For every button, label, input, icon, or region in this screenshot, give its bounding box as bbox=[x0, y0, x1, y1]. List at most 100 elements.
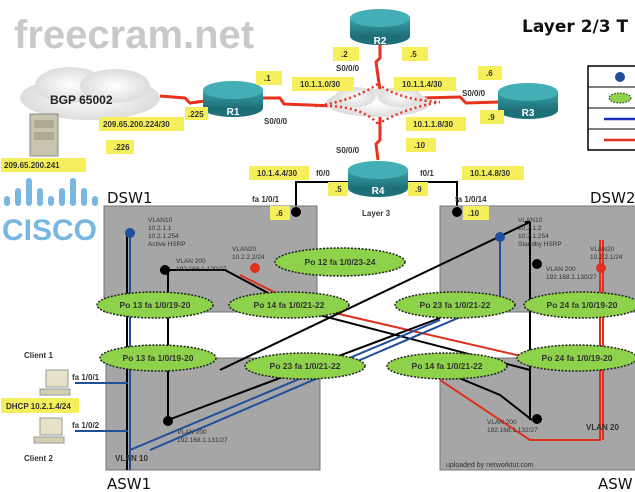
svg-text:.9: .9 bbox=[488, 113, 495, 122]
client1-port: fa 1/0/1 bbox=[72, 373, 100, 382]
svg-text:10.2.2.1/24: 10.2.2.1/24 bbox=[590, 254, 623, 261]
bgp-as-label: BGP 65002 bbox=[50, 93, 113, 107]
svg-text:.226: .226 bbox=[114, 143, 130, 152]
svg-text:Po 14 fa 1/0/21-22: Po 14 fa 1/0/21-22 bbox=[254, 300, 325, 310]
svg-text:Active HSRP: Active HSRP bbox=[148, 241, 186, 248]
site-watermark: freecram.net bbox=[14, 13, 254, 57]
svg-text:.2: .2 bbox=[341, 50, 348, 59]
asw1-label: ASW1 bbox=[107, 475, 151, 492]
svg-text:S0/0/0: S0/0/0 bbox=[264, 117, 288, 126]
legend-blue-dot-icon bbox=[615, 72, 625, 82]
client2-pc-icon[interactable] bbox=[33, 417, 65, 444]
svg-text:Po 24 fa 1/0/19-20: Po 24 fa 1/0/19-20 bbox=[547, 300, 618, 310]
legend-etherchannel-icon bbox=[608, 92, 632, 104]
svg-text:10.2.2.2/24: 10.2.2.2/24 bbox=[232, 254, 265, 261]
svg-text:10.2.1.254: 10.2.1.254 bbox=[518, 233, 549, 240]
svg-text:VLAN 200: VLAN 200 bbox=[546, 266, 576, 273]
asw1-vlan200-dot bbox=[163, 416, 173, 426]
client1-label: Client 1 bbox=[24, 351, 53, 360]
router-r1[interactable]: R1 bbox=[203, 81, 263, 118]
svg-text:R3: R3 bbox=[522, 108, 535, 119]
svg-text:192.168.1.132/27: 192.168.1.132/27 bbox=[487, 427, 538, 434]
server-icon bbox=[29, 113, 59, 157]
asw2-label: ASW bbox=[598, 475, 633, 492]
svg-text:VLAN 200: VLAN 200 bbox=[177, 429, 207, 436]
svg-text:Standby HSRP: Standby HSRP bbox=[518, 241, 562, 248]
dsw2-label: DSW2 bbox=[590, 189, 635, 207]
svg-text:192.168.1.129/27: 192.168.1.129/27 bbox=[176, 266, 227, 273]
svg-text:Po 23 fa 1/0/21-22: Po 23 fa 1/0/21-22 bbox=[420, 300, 491, 310]
asw1-vlan-info: VLAN 200 192.168.1.131/27 VLAN 10 bbox=[115, 429, 228, 463]
legend bbox=[587, 65, 635, 151]
wan-links bbox=[159, 40, 501, 161]
svg-text:192.168.1.130/27: 192.168.1.130/27 bbox=[546, 274, 597, 281]
svg-text:.225: .225 bbox=[188, 110, 204, 119]
svg-text:VLAN 10: VLAN 10 bbox=[115, 454, 148, 463]
client2-port: fa 1/0/2 bbox=[72, 421, 100, 430]
svg-text:R2: R2 bbox=[374, 36, 387, 47]
dsw2-uplink-port: fa 1/0/14 bbox=[455, 195, 487, 204]
svg-text:Po 12 fa 1/0/23-24: Po 12 fa 1/0/23-24 bbox=[305, 257, 376, 267]
svg-text:.5: .5 bbox=[335, 185, 342, 194]
svg-text:.1: .1 bbox=[264, 74, 271, 83]
svg-text:10.1.4.4/30: 10.1.4.4/30 bbox=[257, 169, 298, 178]
svg-text:10.2.1.2: 10.2.1.2 bbox=[518, 225, 542, 232]
svg-text:10.1.4.8/30: 10.1.4.8/30 bbox=[470, 169, 511, 178]
dhcp-address-label: DHCP 10.2.1.4/24 bbox=[6, 402, 71, 411]
svg-text:Po 13 fa 1/0/19-20: Po 13 fa 1/0/19-20 bbox=[120, 300, 191, 310]
svg-text:.10: .10 bbox=[414, 141, 426, 150]
svg-text:VLAN 20: VLAN 20 bbox=[586, 423, 619, 432]
client2-label: Client 2 bbox=[24, 454, 53, 463]
dsw2-uplink-ip: .10 bbox=[468, 209, 480, 218]
router-r3[interactable]: R3 bbox=[498, 83, 558, 119]
po13-asw-ellipse[interactable]: Po 13 fa 1/0/19-20 bbox=[99, 344, 217, 372]
svg-text:.5: .5 bbox=[410, 50, 417, 59]
svg-text:10.1.1.0/30: 10.1.1.0/30 bbox=[300, 80, 341, 89]
dsw1-uplink-ip: .6 bbox=[276, 209, 283, 218]
dsw1-vlan200-dot bbox=[160, 265, 170, 275]
svg-text:Po 24 fa 1/0/19-20: Po 24 fa 1/0/19-20 bbox=[542, 353, 613, 363]
clients: Client 1 fa 1/0/1 DHCP 10.2.1.4/24 fa 1/… bbox=[1, 351, 100, 463]
svg-text:R4: R4 bbox=[372, 186, 385, 197]
svg-text:Po 14 fa 1/0/21-22: Po 14 fa 1/0/21-22 bbox=[412, 361, 483, 371]
po13-dsw-ellipse[interactable]: Po 13 fa 1/0/19-20 bbox=[96, 291, 214, 319]
svg-text:Po 23 fa 1/0/21-22: Po 23 fa 1/0/21-22 bbox=[270, 361, 341, 371]
po23-dsw-ellipse[interactable]: Po 23 fa 1/0/21-22 bbox=[394, 291, 516, 319]
dsw1-vlan20-dot bbox=[250, 263, 260, 273]
svg-text:R1: R1 bbox=[227, 107, 240, 118]
svg-text:S0/0/0: S0/0/0 bbox=[462, 89, 486, 98]
ip-labels: 209.65.200.241 209.65.200.224/30 .225 .2… bbox=[1, 47, 524, 218]
svg-text:10.2.1.254: 10.2.1.254 bbox=[148, 233, 179, 240]
dsw2-vlan-info: VLAN10 10.2.1.2 10.2.1.254 Standby HSRP … bbox=[518, 217, 623, 281]
svg-text:10.1.1.4/30: 10.1.1.4/30 bbox=[402, 80, 443, 89]
po23-asw-ellipse[interactable]: Po 23 fa 1/0/21-22 bbox=[244, 352, 366, 380]
dsw2-vlan10-dot bbox=[495, 232, 505, 242]
bgp-cloud: BGP 65002 bbox=[20, 67, 160, 120]
svg-text:f0/1: f0/1 bbox=[420, 169, 434, 178]
po14-asw-ellipse[interactable]: Po 14 fa 1/0/21-22 bbox=[386, 352, 508, 380]
po14-dsw-ellipse[interactable]: Po 14 fa 1/0/21-22 bbox=[228, 291, 350, 319]
svg-text:192.168.1.131/27: 192.168.1.131/27 bbox=[177, 437, 228, 444]
svg-text:S0/0/0: S0/0/0 bbox=[336, 64, 360, 73]
svg-text:VLAN 200: VLAN 200 bbox=[176, 258, 206, 265]
svg-text:Po 13 fa 1/0/19-20: Po 13 fa 1/0/19-20 bbox=[123, 353, 194, 363]
svg-text:VLAN 200: VLAN 200 bbox=[487, 419, 517, 426]
dsw2-vlan200-dot bbox=[532, 259, 542, 269]
po24-dsw-ellipse[interactable]: Po 24 fa 1/0/19-20 bbox=[523, 291, 635, 319]
router-r4[interactable]: R4 bbox=[348, 161, 408, 197]
dsw2-vlan20-dot bbox=[596, 263, 606, 273]
svg-text:VLAN20: VLAN20 bbox=[232, 246, 257, 253]
svg-text:10.1.1.8/30: 10.1.1.8/30 bbox=[413, 120, 454, 129]
po24-asw-ellipse[interactable]: Po 24 fa 1/0/19-20 bbox=[516, 344, 635, 372]
client1-pc-icon[interactable] bbox=[39, 369, 71, 396]
portchannels: Po 12 fa 1/0/23-24 Po 13 fa 1/0/19-20 Po… bbox=[96, 247, 635, 380]
svg-text:.6: .6 bbox=[486, 69, 493, 78]
dsw1-vlan10-dot bbox=[125, 228, 135, 238]
svg-text:209.65.200.224/30: 209.65.200.224/30 bbox=[103, 120, 170, 129]
cisco-logo-watermark: CISCO bbox=[2, 178, 98, 247]
dsw1-vlan-info: VLAN10 10.2.1.1 10.2.1.254 Active HSRP V… bbox=[148, 217, 265, 273]
router-r2[interactable]: R2 bbox=[350, 9, 410, 47]
frame-relay-cloud bbox=[314, 82, 441, 126]
po12-ellipse[interactable]: Po 12 fa 1/0/23-24 bbox=[274, 247, 406, 277]
